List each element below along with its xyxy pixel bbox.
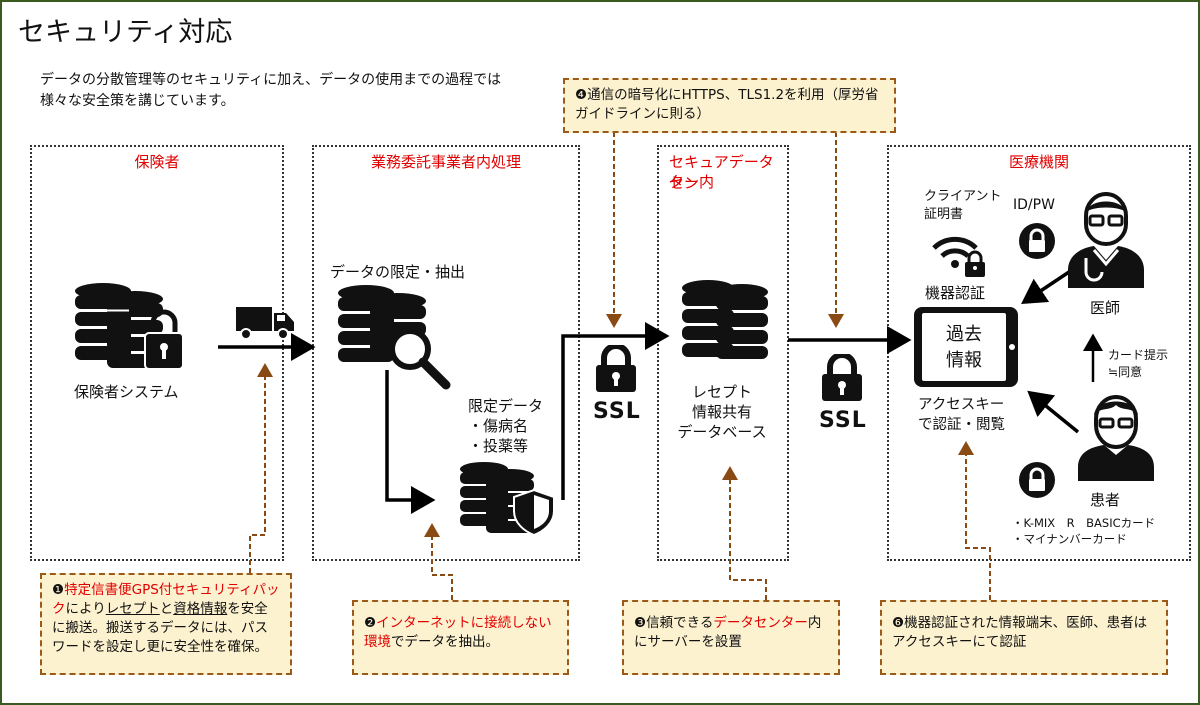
card-consent-label: カード提示 ≒同意 — [1108, 347, 1168, 381]
group-medical-title: 医療機関 — [1008, 153, 1069, 171]
note-3-rest: 内にサーバーを設置 — [634, 615, 822, 650]
insurer-system-label: 保険者システム — [74, 383, 179, 401]
group-insurer: 保険者 — [30, 145, 284, 561]
device-auth-label: 機器認証 — [925, 284, 986, 302]
note-2-red: インターネットに接続しない環境 — [364, 615, 552, 650]
note-1-u1: レセプト — [105, 601, 160, 617]
group-datacenter: セキュアデータセン ター内 — [657, 145, 789, 561]
database-search-icon — [338, 285, 451, 390]
card-item-kmix: ・K-MIX R BASICカード — [1012, 516, 1156, 530]
shared-db-line2: 情報共有 — [691, 403, 752, 421]
access-key-line1: アクセスキー — [918, 397, 1005, 413]
note-6-text: 機器認証された情報端末、医師、患者はアクセスキーにて認証 — [892, 615, 1148, 650]
note-2-rest: でデータを抽出。 — [391, 634, 499, 650]
patient-lock-icon — [1019, 462, 1055, 498]
note-1-num: ❶ — [52, 582, 65, 598]
note-4-text: 通信の暗号化にHTTPS、TLS1.2を利用（厚労省ガイドラインに則る） — [575, 87, 879, 122]
shared-db-line3: データベース — [677, 423, 767, 441]
group-datacenter-title-1: セキュアデータセン — [669, 153, 774, 192]
shared-db-line1: レセプト — [691, 383, 752, 401]
note-6: ❻機器認証された情報端末、医師、患者はアクセスキーにて認証 — [880, 600, 1168, 675]
note-1: ❶特定信書便GPS付セキュリティパックによりレセプトと資格情報を安全に搬送。搬送… — [40, 573, 292, 675]
flow-arrows — [218, 266, 1103, 514]
patient-label: 患者 — [1090, 491, 1121, 509]
limited-data-line2: ・傷病名 — [468, 417, 529, 435]
limited-data-label: 限定データ ・傷病名 ・投薬等 — [468, 396, 543, 456]
note-1-t2: と — [159, 601, 174, 617]
arrow-limited-to-datacenter — [561, 322, 670, 500]
card-consent-line2: ≒同意 — [1108, 365, 1143, 379]
client-cert-line1: クライアント — [924, 189, 1002, 204]
note-3-num: ❸ — [634, 615, 647, 631]
doctor-icon — [1068, 192, 1144, 288]
patient-icon — [1078, 395, 1154, 481]
pointer-note2 — [424, 523, 453, 600]
tablet-icon — [914, 307, 1018, 387]
note-pointers — [249, 132, 991, 600]
idpw-lock-icon — [1019, 223, 1055, 259]
data-limit-label: データの限定・抽出 — [330, 263, 466, 281]
note-6-num: ❻ — [892, 615, 905, 631]
pointer-note3 — [722, 466, 767, 600]
group-contractor-title: 業務委託事業者内処理 — [370, 153, 521, 171]
limited-data-line1: 限定データ — [468, 397, 544, 415]
note-4-num: ❹ — [575, 87, 588, 103]
truck-icon — [236, 307, 294, 340]
shared-database-icon — [682, 280, 768, 359]
card-list: ・K-MIX R BASICカード ・マイナンバーカード — [1012, 515, 1155, 547]
doctor-label: 医師 — [1090, 299, 1121, 317]
shared-db-label: レセプト 情報共有 データベース — [672, 382, 772, 442]
note-1-u2: 資格情報 — [173, 601, 228, 617]
note-1-t1: により — [65, 601, 106, 617]
note-4: ❹通信の暗号化にHTTPS、TLS1.2を利用（厚労省ガイドラインに則る） — [563, 78, 896, 133]
arrow-doctor-to-tablet — [1021, 266, 1076, 304]
note-2-num: ❷ — [364, 615, 377, 631]
client-cert-line2: 証明書 — [924, 207, 964, 222]
note-3-pre: 信頼できる — [646, 615, 714, 631]
note-1-red: 特定信書便GPS付セキュリティパック — [52, 582, 280, 617]
note-2: ❷インターネットに接続しない環境でデータを抽出。 — [352, 600, 569, 675]
tablet-text-line1: 過去 — [946, 324, 982, 345]
ssl-lock-icon-left — [596, 345, 636, 392]
card-consent-line1: カード提示 — [1108, 348, 1169, 362]
access-key-line2: で認証・閲覧 — [918, 417, 1005, 433]
arrow-extract-to-limited — [385, 370, 436, 514]
note-1-t3: を安全に搬送。搬送するデータには、パスワードを設定し更に安全性を確保。 — [52, 601, 268, 655]
tablet-text: 過去 情報 — [922, 322, 1006, 374]
limited-data-line3: ・投薬等 — [468, 437, 529, 455]
insurer-database-icon — [75, 283, 183, 370]
page-title: セキュリティ対応 — [18, 17, 233, 48]
client-cert-label: クライアント 証明書 — [924, 188, 1001, 224]
card-item-mynumber: ・マイナンバーカード — [1012, 532, 1127, 546]
intro-text: データの分散管理等のセキュリティに加え、データの使用までの過程では様々な安全策を… — [40, 72, 502, 109]
wifi-lock-icon — [932, 236, 985, 277]
pointer-note6 — [958, 441, 991, 600]
note-3: ❸信頼できるデータセンター内にサーバーを設置 — [622, 600, 840, 675]
database-shield-icon — [460, 462, 555, 536]
ssl-label-left: SSL — [593, 399, 641, 424]
access-key-label: アクセスキー で認証・閲覧 — [918, 395, 1005, 435]
group-insurer-title: 保険者 — [134, 153, 180, 171]
tablet-text-line2: 情報 — [946, 350, 982, 371]
ssl-lock-icon-right — [822, 354, 862, 401]
note-3-red: データセンター — [713, 615, 808, 631]
ssl-label-right: SSL — [819, 408, 867, 433]
group-datacenter-title-2: ター内 — [669, 173, 715, 191]
pointer-note1 — [249, 363, 273, 573]
idpw-label: ID/PW — [1013, 197, 1055, 213]
arrow-patient-to-tablet — [1027, 390, 1080, 434]
